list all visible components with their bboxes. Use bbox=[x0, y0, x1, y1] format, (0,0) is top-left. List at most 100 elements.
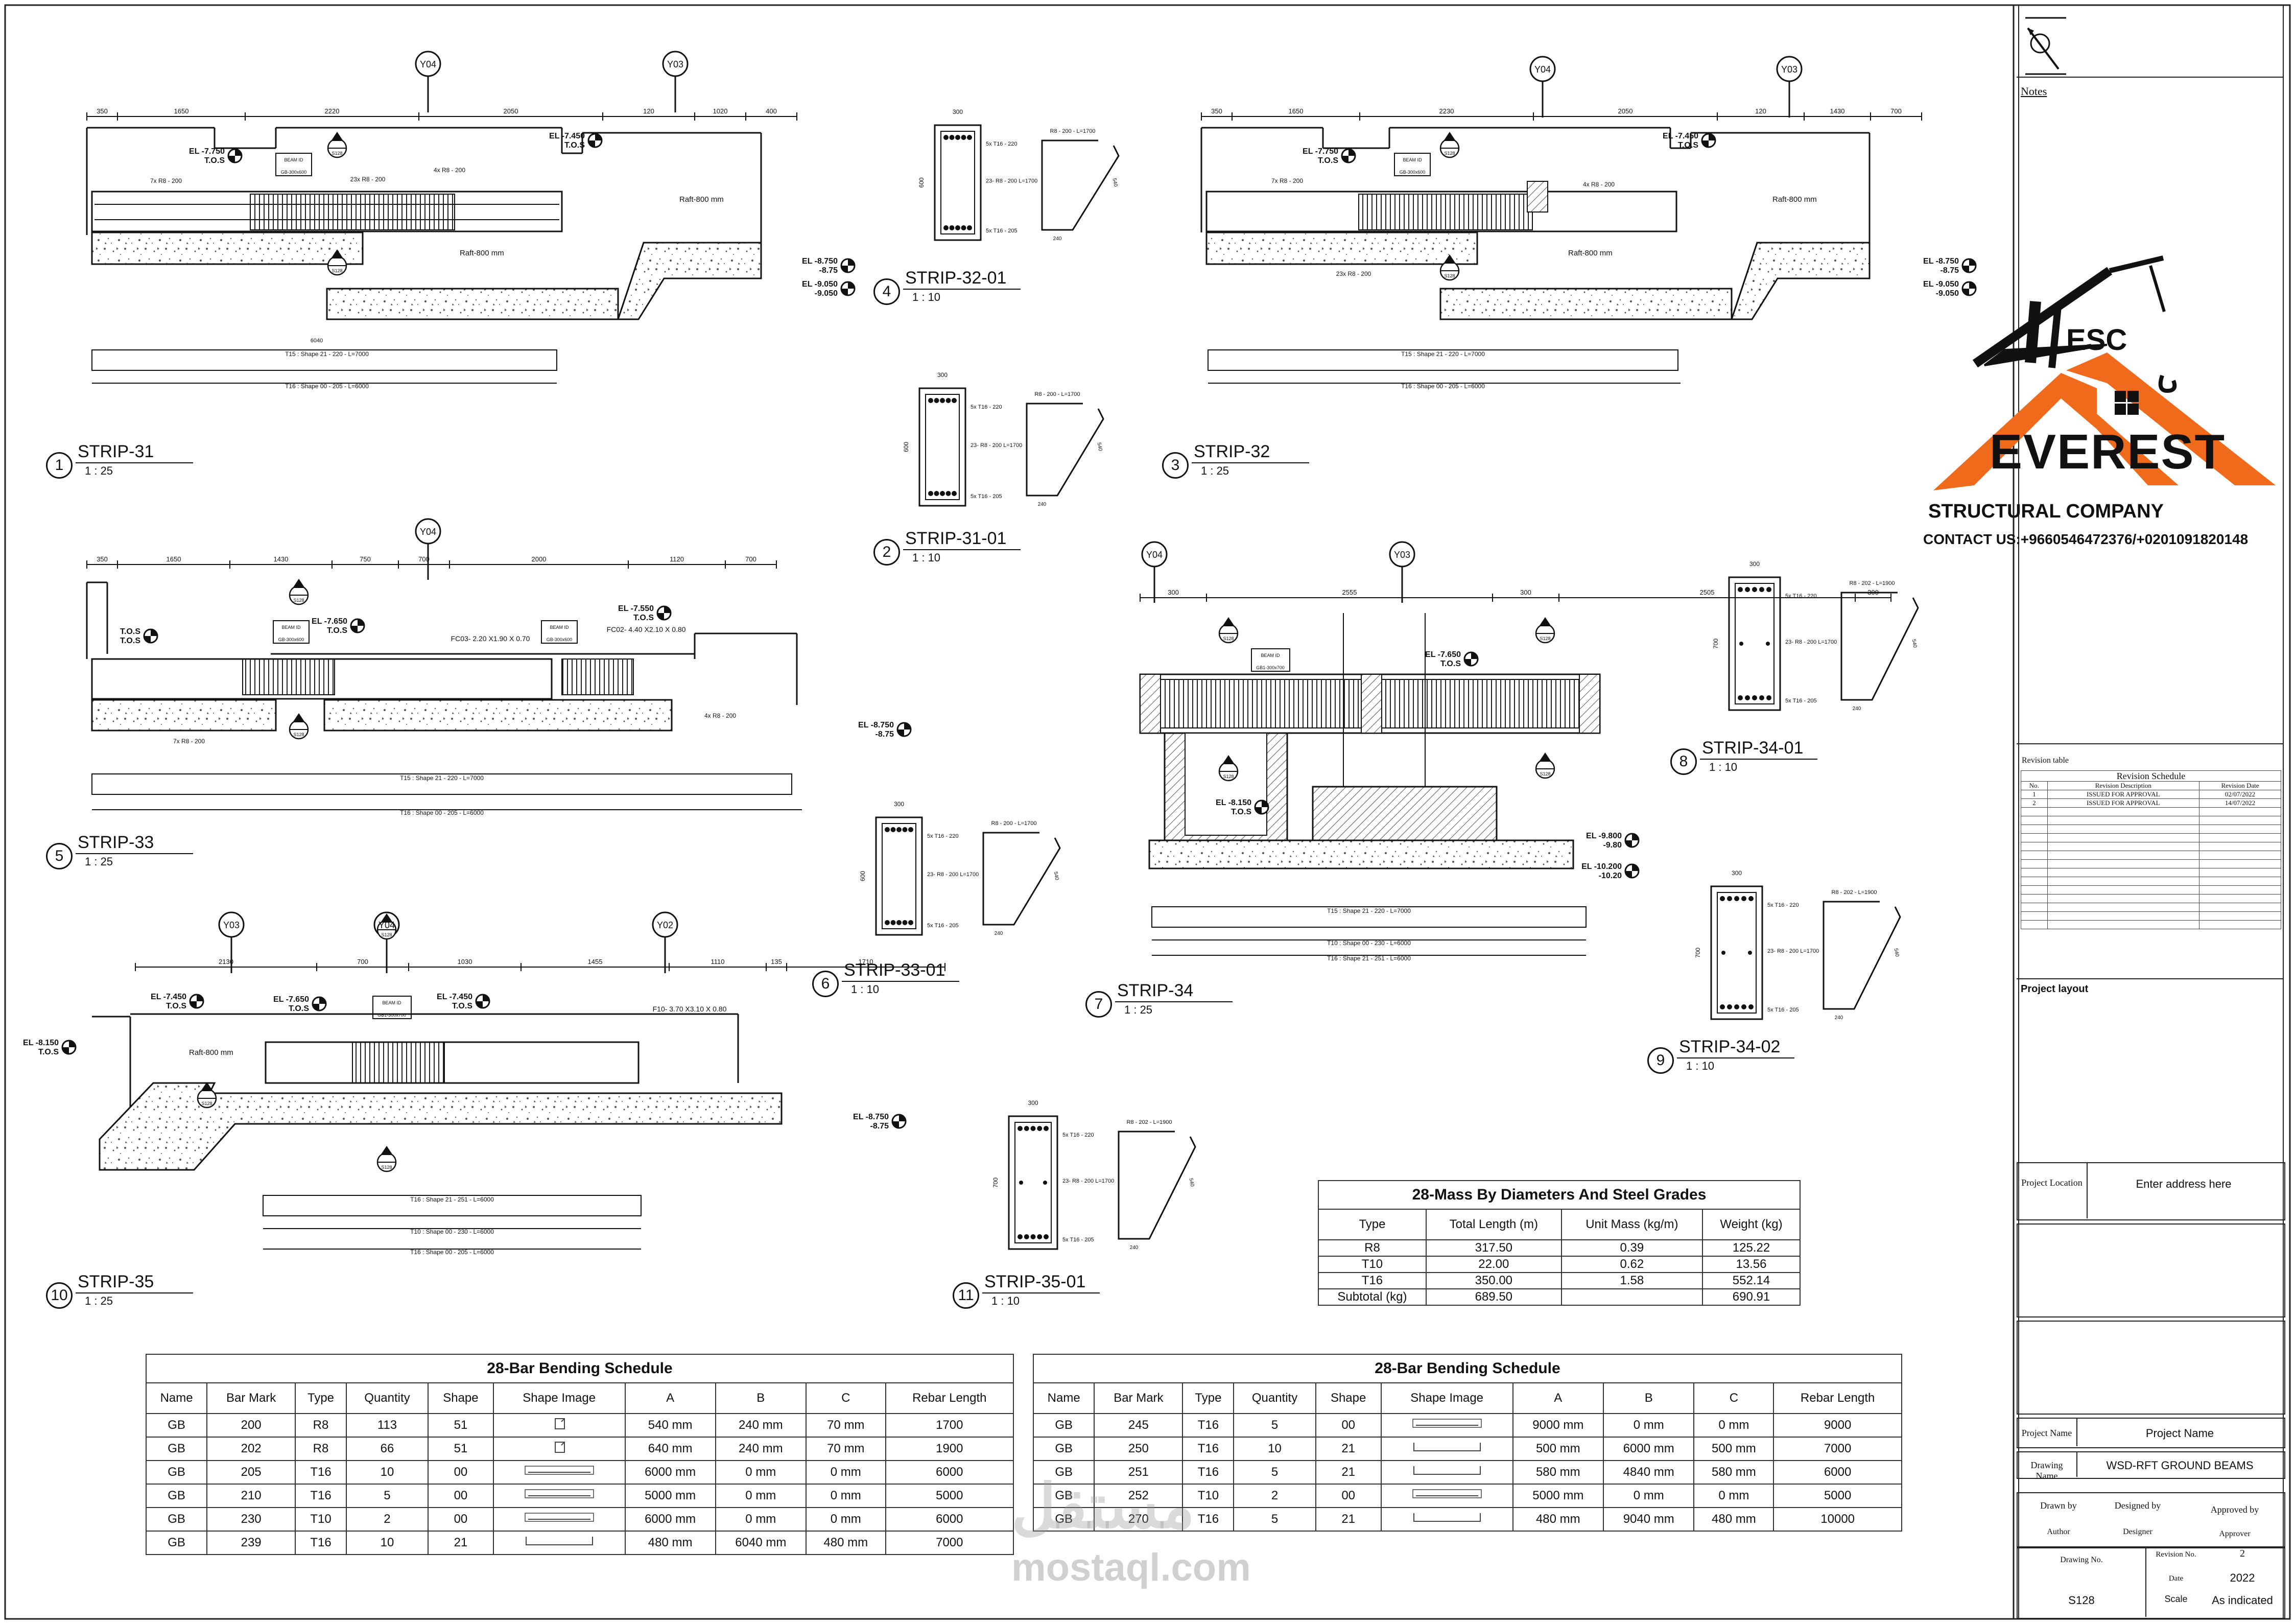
shape-image-cell bbox=[1380, 1484, 1513, 1508]
dimension-text: 2000 bbox=[532, 555, 547, 563]
grid-label: Y04 bbox=[420, 59, 436, 69]
table-cell: 205 bbox=[206, 1460, 296, 1485]
dimension-text: 240 bbox=[995, 931, 1003, 936]
detail-scale: 1 : 10 bbox=[851, 983, 880, 996]
detail-scale: 1 : 10 bbox=[1686, 1060, 1715, 1072]
revision-cell bbox=[2198, 885, 2282, 895]
shape-image-cell bbox=[1380, 1460, 1513, 1485]
bend-callout: R8 - 202 - L=1900 bbox=[1850, 580, 1895, 586]
table-cell: 6040 mm bbox=[715, 1531, 807, 1555]
beam-tag-text: GB1-300x700 bbox=[377, 1013, 406, 1018]
raft-slab bbox=[1439, 288, 1733, 320]
table-header-cell: Rebar Length bbox=[885, 1382, 1014, 1414]
table-header-cell: Name bbox=[1032, 1382, 1095, 1414]
elevation-marker-fill bbox=[1962, 259, 1976, 272]
stirrup-bend-shape bbox=[1026, 403, 1104, 497]
revision-cell bbox=[2047, 894, 2199, 903]
dimension-text: 300 bbox=[1867, 589, 1879, 596]
rebar-dot bbox=[1766, 587, 1771, 592]
elevation-value: T.O.S bbox=[1440, 660, 1461, 668]
bending-schedule-title-left: 28-Bar Bending Schedule bbox=[146, 1354, 1014, 1382]
rebar-dot bbox=[1721, 951, 1725, 955]
revision-header-cell: Revision Description bbox=[2047, 781, 2199, 790]
elevation-label: T.O.S bbox=[120, 627, 140, 636]
elevation-label: EL -7.450 bbox=[151, 993, 186, 1001]
shape-image-cell bbox=[492, 1437, 626, 1461]
dimension-text: 1710 bbox=[859, 958, 873, 966]
dimension-text: 540 bbox=[1096, 442, 1103, 452]
dimension-text: 600 bbox=[859, 871, 866, 881]
table-cell: 5 bbox=[1233, 1460, 1316, 1485]
table-cell: 200 bbox=[206, 1413, 296, 1438]
table-cell: 00 bbox=[1315, 1413, 1382, 1438]
bend-callout: R8 - 200 - L=1700 bbox=[1035, 391, 1080, 397]
elevation-label: EL -7.750 bbox=[1303, 147, 1338, 156]
beam-tag-text: BEAM ID bbox=[550, 625, 569, 630]
table-cell: T16 bbox=[1182, 1437, 1235, 1461]
bar-list-text: T16 : Shape 21 - 251 - L=6000 bbox=[1327, 955, 1411, 962]
section-callout: 5x T16 - 220 bbox=[986, 141, 1018, 147]
section-marker-sheet: S128 bbox=[332, 151, 342, 156]
table-cell: 5000 bbox=[1773, 1484, 1902, 1508]
rebar-dot bbox=[1043, 1181, 1047, 1185]
elevation-marker-fill bbox=[62, 1041, 76, 1054]
beam-section bbox=[1008, 1115, 1058, 1250]
revision-cell bbox=[2047, 825, 2199, 834]
table-cell: GB bbox=[145, 1507, 208, 1532]
grid-label: Y04 bbox=[1534, 64, 1551, 75]
straight-bar-shape-icon bbox=[524, 1512, 594, 1522]
revision-cell bbox=[2198, 851, 2282, 860]
stirrup-zone bbox=[242, 658, 335, 695]
logo-everest-text: EVEREST bbox=[1990, 425, 2226, 479]
section-marker-sheet: S128 bbox=[1223, 774, 1234, 779]
grid-label: Y04 bbox=[378, 920, 395, 930]
revision-cell bbox=[2198, 877, 2282, 886]
elevation-label: EL -8.750 bbox=[853, 1113, 889, 1121]
rebar-dot bbox=[1018, 1126, 1023, 1131]
rebar-dot bbox=[1037, 1234, 1043, 1239]
table-header-cell: Bar Mark bbox=[1094, 1382, 1184, 1414]
rebar-dot bbox=[952, 398, 957, 403]
bar-list-box bbox=[91, 349, 557, 371]
section-callout: 23- R8 - 200 L=1700 bbox=[971, 442, 1022, 449]
revision-cell bbox=[2021, 903, 2048, 912]
section-callout: 5x T16 - 205 bbox=[1062, 1237, 1094, 1243]
table-header-cell: Shape Image bbox=[492, 1382, 626, 1414]
beam-tag-text: GB-300x600 bbox=[547, 637, 573, 642]
table-cell: 240 mm bbox=[715, 1413, 807, 1438]
rebar-dot bbox=[949, 225, 955, 230]
table-cell: 0 mm bbox=[1693, 1413, 1775, 1438]
beam-section bbox=[1728, 576, 1781, 711]
section-marker-arrow bbox=[1539, 617, 1551, 626]
table-cell: 70 mm bbox=[805, 1437, 886, 1461]
drawing-no-value: S128 bbox=[2068, 1594, 2095, 1607]
table-cell: 250 bbox=[1094, 1437, 1184, 1461]
bar-callout: 4x R8 - 200 bbox=[704, 712, 736, 719]
elevation-label: EL -8.150 bbox=[23, 1039, 59, 1047]
stirrup-zone bbox=[1358, 194, 1533, 230]
column-hatch bbox=[1361, 674, 1382, 734]
table-cell: GB bbox=[145, 1413, 208, 1438]
revision-row-empty bbox=[2021, 851, 2282, 860]
detail-title: STRIP-33 bbox=[78, 833, 154, 852]
dimension-text: 1020 bbox=[713, 107, 728, 115]
detail-title: STRIP-33-01 bbox=[844, 960, 945, 980]
drawing-name-label: Drawing Name bbox=[2030, 1460, 2063, 1481]
bar-callout: 23x R8 - 200 bbox=[1336, 270, 1371, 277]
bar-list-text: T10 : Shape 00 - 230 - L=6000 bbox=[410, 1228, 494, 1235]
detail-underline bbox=[1677, 1057, 1794, 1058]
sloped-raft bbox=[617, 242, 762, 320]
table-cell: 580 mm bbox=[1693, 1460, 1775, 1485]
detail-scale: 1 : 25 bbox=[1124, 1003, 1153, 1016]
elevation-value: -9.050 bbox=[815, 289, 838, 298]
detail-number: 9 bbox=[1647, 1047, 1674, 1074]
footing-hatch bbox=[1312, 786, 1498, 841]
grid-label: Y03 bbox=[1781, 64, 1797, 75]
detail-underline bbox=[903, 549, 1021, 550]
pedestal-void bbox=[1185, 733, 1267, 836]
revision-cell bbox=[2021, 911, 2048, 921]
